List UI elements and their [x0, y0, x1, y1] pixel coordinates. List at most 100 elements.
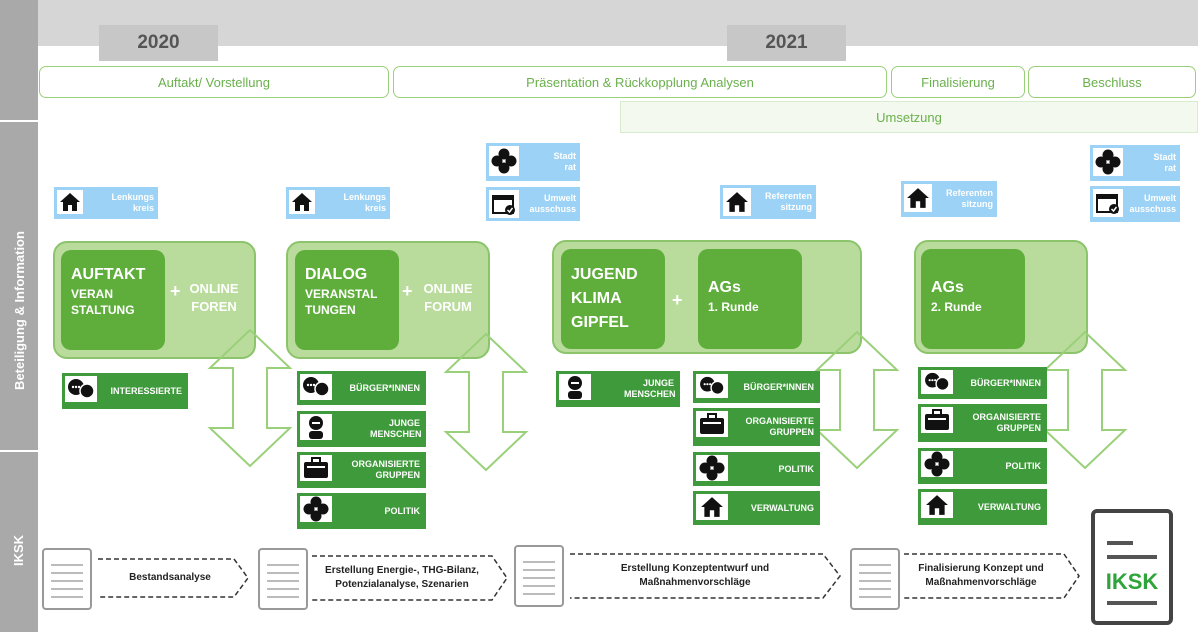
event-label: Lenkungs kreis — [111, 192, 154, 213]
iksk-step-1: Bestandsanalyse — [129, 572, 211, 583]
group-label: ORGANISIERTE GRUPPEN — [351, 459, 420, 480]
double-arrow-4 — [1042, 330, 1128, 470]
document-icon — [514, 545, 564, 607]
event-label: Umwelt ausschuss — [1129, 193, 1176, 214]
step-arrow-2 — [312, 555, 508, 601]
format-online-foren: ONLINE FOREN — [189, 281, 239, 315]
side-label-bar — [0, 0, 38, 632]
event-label: Lenkungs kreis — [343, 192, 386, 213]
group-label: ORGANISIERTE GRUPPEN — [745, 416, 814, 437]
group-junge-2: JUNGE MENSCHEN — [556, 371, 680, 407]
group-label: VERWALTUNG — [977, 501, 1041, 512]
event-label: Referenten sitzung — [764, 191, 812, 212]
briefcase-icon — [300, 455, 332, 481]
group-label: ORGANISIERTE GRUPPEN — [972, 412, 1041, 433]
clover-icon — [489, 146, 519, 176]
event-umweltausschuss-2: Umwelt ausschuss — [1090, 186, 1180, 222]
chat-icon — [921, 370, 953, 394]
side-divider — [0, 120, 38, 122]
event-stadtrat-1: Stadt rat — [486, 143, 580, 181]
format-ags1-main: AGs 1. Runde — [698, 249, 802, 349]
event-referentensitzung-2: Referenten sitzung — [901, 181, 997, 217]
group-label: INTERESSIERTE — [110, 385, 182, 396]
event-stadtrat-2: Stadt rat — [1090, 145, 1180, 181]
group-politik-3: POLITIK — [918, 448, 1047, 484]
year-2020: 2020 — [99, 25, 218, 61]
format-online-forum: ONLINE FORUM — [423, 281, 473, 315]
side-divider — [0, 450, 38, 452]
step-arrow-3 — [570, 553, 841, 599]
double-arrow-2 — [443, 332, 529, 472]
group-buerger-3: BÜRGER*INNEN — [918, 367, 1047, 399]
plus-sign: + — [402, 281, 413, 301]
event-label: Referenten sitzung — [945, 188, 993, 209]
format-title: AUFTAKT — [71, 266, 146, 283]
group-buerger-1: BÜRGER*INNEN — [297, 371, 426, 405]
house-icon — [289, 190, 315, 214]
group-politik-1: POLITIK — [297, 493, 426, 529]
format-subtitle: 1. Runde — [708, 299, 759, 314]
double-arrow-3 — [814, 330, 900, 470]
iksk-document-icon: IKSK — [1091, 509, 1173, 625]
event-referentensitzung-1: Referenten sitzung — [720, 185, 816, 219]
group-label: JUNGE MENSCHEN — [624, 378, 676, 399]
document-icon — [42, 548, 92, 610]
group-organisierte-2: ORGANISIERTE GRUPPEN — [693, 408, 820, 446]
person-icon — [300, 414, 332, 440]
format-title: DIALOG — [305, 266, 368, 283]
group-verwaltung-2: VERWALTUNG — [918, 489, 1047, 525]
phase-finalisierung: Finalisierung — [891, 66, 1025, 98]
event-lenkungskreis-1: Lenkungs kreis — [54, 187, 158, 219]
group-buerger-2: BÜRGER*INNEN — [693, 371, 820, 403]
iksk-step-2: Erstellung Energie-, THG-Bilanz, Potenzi… — [325, 565, 479, 590]
group-politik-2: POLITIK — [693, 452, 820, 486]
iksk-final-label: IKSK — [1105, 569, 1159, 594]
group-label: POLITIK — [384, 505, 421, 516]
format-subtitle: VERANSTAL TUNGEN — [305, 286, 378, 317]
clover-icon — [300, 496, 332, 522]
person-icon — [559, 374, 591, 400]
group-interessierte: INTERESSIERTE — [62, 373, 188, 409]
side-label-beteiligung-wrap: Beteiligung & Information — [0, 231, 38, 390]
iksk-step-3: Erstellung Konzeptentwurf und Maßnahmenv… — [620, 563, 770, 588]
format-dialog-main: DIALOG VERANSTAL TUNGEN — [295, 250, 399, 350]
format-title: AGs — [708, 279, 741, 296]
format-title: AGs — [931, 279, 964, 296]
house-icon — [696, 494, 728, 520]
phase-auftakt: Auftakt/ Vorstellung — [39, 66, 389, 98]
event-lenkungskreis-2: Lenkungs kreis — [286, 187, 390, 219]
group-label: BÜRGER*INNEN — [970, 377, 1041, 388]
side-label-beteiligung: Beteiligung & Information — [11, 230, 27, 390]
group-label: JUNGE MENSCHEN — [370, 418, 422, 439]
document-icon — [258, 548, 308, 610]
event-label: Stadt rat — [1153, 152, 1177, 173]
phase-beschluss: Beschluss — [1028, 66, 1196, 98]
side-label-iksk-wrap: IKSK — [0, 520, 38, 580]
calendar-icon — [1093, 189, 1123, 217]
event-label: Stadt rat — [553, 151, 577, 172]
phase-praesentation: Präsentation & Rückkopplung Analysen — [393, 66, 887, 98]
house-icon — [57, 190, 83, 214]
format-ags2-main: AGs 2. Runde — [921, 249, 1025, 349]
group-organisierte-3: ORGANISIERTE GRUPPEN — [918, 404, 1047, 442]
step-arrow-1 — [98, 558, 249, 598]
format-title: JUGEND KLIMA GIPFEL — [571, 266, 638, 331]
plus-sign: + — [672, 290, 683, 310]
format-subtitle: 2. Runde — [931, 299, 982, 314]
step-arrow-4 — [904, 553, 1080, 599]
group-organisierte-1: ORGANISIERTE GRUPPEN — [297, 452, 426, 488]
chat-icon — [300, 374, 332, 400]
double-arrow-1 — [207, 328, 293, 468]
clover-icon — [1093, 148, 1123, 176]
group-verwaltung-1: VERWALTUNG — [693, 491, 820, 525]
briefcase-icon — [696, 411, 728, 437]
side-label-iksk: IKSK — [11, 534, 27, 566]
house-icon — [723, 188, 751, 216]
clover-icon — [696, 455, 728, 481]
event-umweltausschuss-1: Umwelt ausschuss — [486, 187, 580, 221]
group-label: BÜRGER*INNEN — [349, 382, 420, 393]
group-label: VERWALTUNG — [750, 502, 814, 513]
group-label: BÜRGER*INNEN — [743, 381, 814, 392]
group-junge-1: JUNGE MENSCHEN — [297, 411, 426, 447]
format-auftakt-main: AUFTAKT VERAN STALTUNG — [61, 250, 165, 350]
